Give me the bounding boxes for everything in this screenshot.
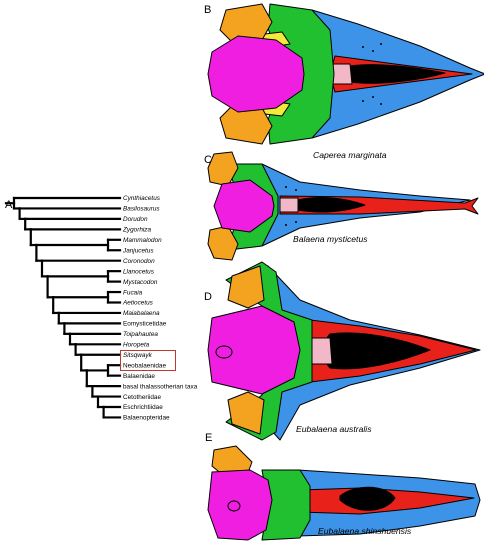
species-label-d: Eubalaena australis [296, 424, 372, 434]
parietal-supraoccipital-b [207, 35, 305, 113]
parietal-supraoccipital-c [213, 179, 275, 233]
taxon-label: Toipahautea [123, 331, 158, 338]
panel-label-a: A [5, 199, 13, 211]
taxon-label: Basilosaurus [123, 206, 160, 213]
foramen-magnum-e [227, 500, 241, 512]
taxon-label: Eomysticetidae [123, 321, 167, 328]
maxilla-foramina-b [362, 43, 382, 105]
taxon-label: basal thalassotherian taxa [123, 383, 198, 390]
maxilla-foramina-c [285, 186, 297, 226]
taxon-label: Coronodon [123, 258, 155, 265]
panel-label-c: C [204, 154, 212, 166]
species-label-c: Balaena mysticetus [293, 234, 368, 244]
taxon-label: Cynthiacetus [123, 195, 161, 202]
highlight-box [120, 350, 176, 371]
skull-panel-d: D Eubalaena australis [204, 261, 481, 441]
taxon-label: Horopeta [123, 342, 150, 349]
foramen-magnum-d [215, 345, 233, 359]
taxon-label: Neobalaenidae [123, 362, 166, 369]
taxon-label: Mystacodon [123, 279, 158, 286]
panel-label-d: D [204, 291, 212, 303]
mesorostral-groove-c [297, 197, 366, 213]
taxon-label: Balaenidae [123, 373, 155, 380]
taxon-label: Cetotheriidae [123, 394, 161, 401]
taxon-label: Janjucetus [122, 247, 154, 254]
taxon-label: Eschrichtiidae [123, 404, 163, 411]
taxon-label: Balaenopteridae [123, 415, 170, 422]
skull-panel-b: B Caperea marginata [204, 3, 484, 160]
taxon-label: Llanocetus [123, 268, 155, 275]
taxon-label: Mammalodon [123, 237, 162, 244]
panel-label-e: E [205, 432, 212, 444]
species-label-b: Caperea marginata [313, 150, 387, 160]
species-label-e: Eubalaena shinshuensis [318, 526, 412, 536]
skull-panel-c: C Balaena mysticetus [204, 151, 479, 261]
skull-panel-e: E Eubalaena shinshuensis [205, 432, 481, 541]
cladogram-panel: A CynthiacetusBasilosaurusDorudonZygorhi… [4, 195, 198, 422]
skull-eubalaena-shinshuensis [207, 445, 481, 541]
skull-caperea [207, 3, 484, 145]
cladogram-tree [4, 196, 122, 419]
taxon-label: Aetiocetus [122, 300, 154, 307]
skull-balaena [207, 151, 479, 261]
parietal-supraoccipital-d [207, 305, 301, 395]
taxon-labels: CynthiacetusBasilosaurusDorudonZygorhiza… [122, 195, 198, 421]
taxon-label: Zygorhiza [122, 227, 152, 234]
taxon-label: Sitsqwayk [123, 352, 153, 359]
panel-label-b: B [204, 4, 211, 16]
nasal-c [279, 197, 299, 213]
mesorostral-groove-e [339, 486, 396, 511]
squamosal-d [227, 265, 265, 435]
taxon-label: Maiabalaena [123, 310, 160, 317]
taxon-label: Dorudon [123, 216, 148, 223]
nasal-d [311, 337, 333, 365]
skull-eubalaena-australis [207, 261, 481, 441]
taxon-label: Fucaia [123, 289, 143, 296]
